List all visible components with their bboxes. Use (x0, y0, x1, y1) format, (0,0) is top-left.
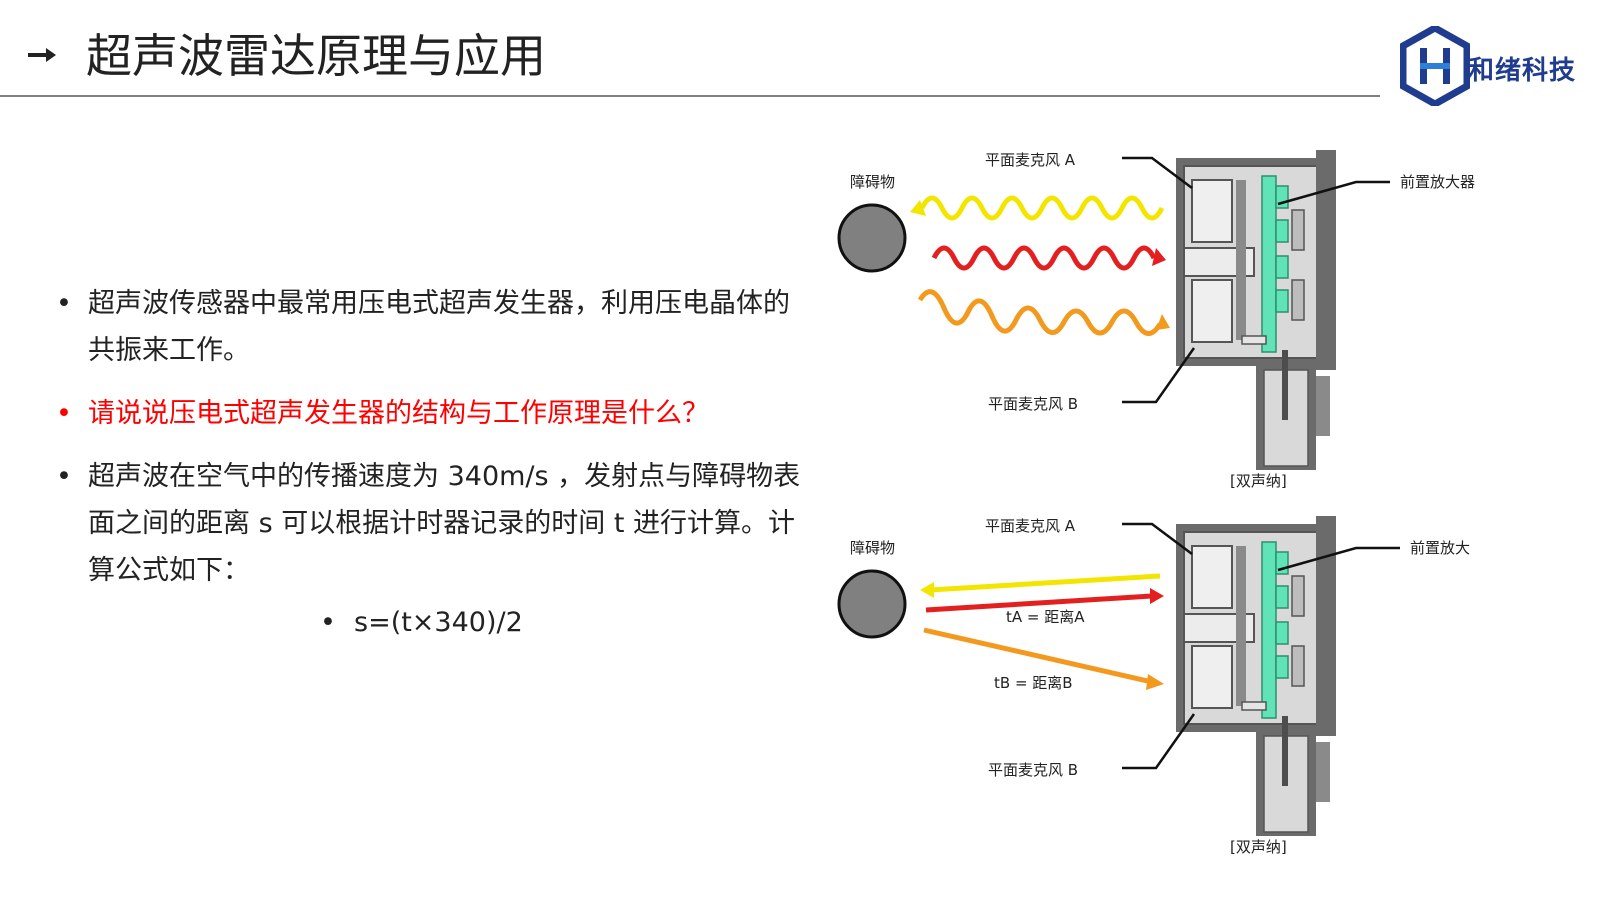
mic-a-label: 平面麦克风 A (985, 151, 1076, 169)
formula-text: s=(t×340)/2 (354, 607, 523, 638)
obstacle-label: 障碍物 (850, 539, 895, 557)
sonar-sensor-cross-section (1175, 515, 1337, 837)
diagram-bottom: 障碍物 平面麦克风 A 平面麦克风 B 前置放大 [双声纳] tA = 距离A … (837, 515, 1470, 856)
obstacle-circle (837, 569, 907, 639)
logo-text: 和绪科技 (1468, 56, 1577, 86)
page-title: 超声波雷达原理与应用 (86, 29, 546, 83)
ta-label: tA = 距离A (1006, 608, 1085, 626)
ray-red (925, 593, 1153, 613)
bullet-item-question: • 请说说压电式超声发生器的结构与工作原理是什么？ (56, 390, 816, 437)
bullet-marker: • (56, 288, 72, 319)
wave-orange-arrowhead (1156, 314, 1170, 330)
bullet-item: • 超声波传感器中最常用压电式超声发生器，利用压电晶体的共振来工作。 (56, 280, 816, 374)
diagram-top: 障碍物 平面麦克风 A 平面麦克风 B 前置放大器 [双声纳] (837, 149, 1475, 490)
bullet-text: 请说说压电式超声发生器的结构与工作原理是什么？ (88, 398, 709, 429)
sonar-sensor-cross-section (1175, 149, 1337, 471)
formula-item: • s=(t×340)/2 (320, 603, 523, 643)
leader-line-mic-a (1122, 156, 1193, 189)
header-divider (0, 95, 1380, 97)
obstacle-label: 障碍物 (850, 173, 895, 191)
tb-label: tB = 距离B (994, 674, 1073, 692)
preamp-label: 前置放大器 (1400, 173, 1475, 191)
preamp-label: 前置放大 (1410, 539, 1470, 557)
wave-yellow-arrowhead (910, 200, 926, 216)
mic-a-label: 平面麦克风 A (985, 517, 1076, 535)
leader-line-mic-b (1122, 713, 1196, 770)
mic-b-label: 平面麦克风 B (988, 395, 1078, 413)
bullet-marker: • (56, 461, 72, 492)
diagram-caption: [双声纳] (1230, 838, 1287, 856)
wave-orange (917, 289, 1163, 336)
leader-line-preamp (1277, 180, 1390, 206)
logo-mark-icon (1400, 26, 1470, 106)
bullet-marker: • (56, 398, 72, 429)
arrow-right-icon (28, 48, 56, 62)
bullet-list: • 超声波传感器中最常用压电式超声发生器，利用压电晶体的共振来工作。 • 请说说… (56, 280, 816, 610)
ray-yellow-arrowhead (920, 582, 934, 598)
ray-red-arrowhead (1150, 588, 1164, 604)
sonar-diagram: 障碍物 平面麦克风 A 平面麦克风 B 前置放大器 [双声纳] 障碍物 平面麦克… (830, 140, 1550, 880)
wave-red (931, 245, 1157, 271)
sonar-diagram-svg: 障碍物 平面麦克风 A 平面麦克风 B 前置放大器 [双声纳] 障碍物 平面麦克… (837, 149, 1475, 856)
slide-header: 超声波雷达原理与应用 和绪科技 (0, 0, 1600, 106)
ray-yellow (929, 573, 1161, 593)
bullet-text: 超声波在空气中的传播速度为 340m/s ，发射点与障碍物表面之间的距离 s 可… (88, 461, 801, 586)
leader-line-preamp (1277, 546, 1400, 572)
leader-line-mic-a (1122, 522, 1193, 555)
bullet-text: 超声波传感器中最常用压电式超声发生器，利用压电晶体的共振来工作。 (88, 288, 790, 366)
obstacle-circle (837, 203, 907, 273)
company-logo: 和绪科技 (1400, 26, 1585, 106)
wave-red-arrowhead (1152, 248, 1166, 266)
mic-b-label: 平面麦克风 B (988, 761, 1078, 779)
wave-yellow (919, 195, 1165, 221)
bullet-item: • 超声波在空气中的传播速度为 340m/s ，发射点与障碍物表面之间的距离 s… (56, 453, 816, 594)
bullet-marker: • (320, 607, 336, 638)
ray-orange-arrowhead (1146, 674, 1164, 690)
leader-line-mic-b (1122, 347, 1196, 404)
ray-orange (923, 627, 1153, 685)
diagram-caption: [双声纳] (1230, 472, 1287, 490)
